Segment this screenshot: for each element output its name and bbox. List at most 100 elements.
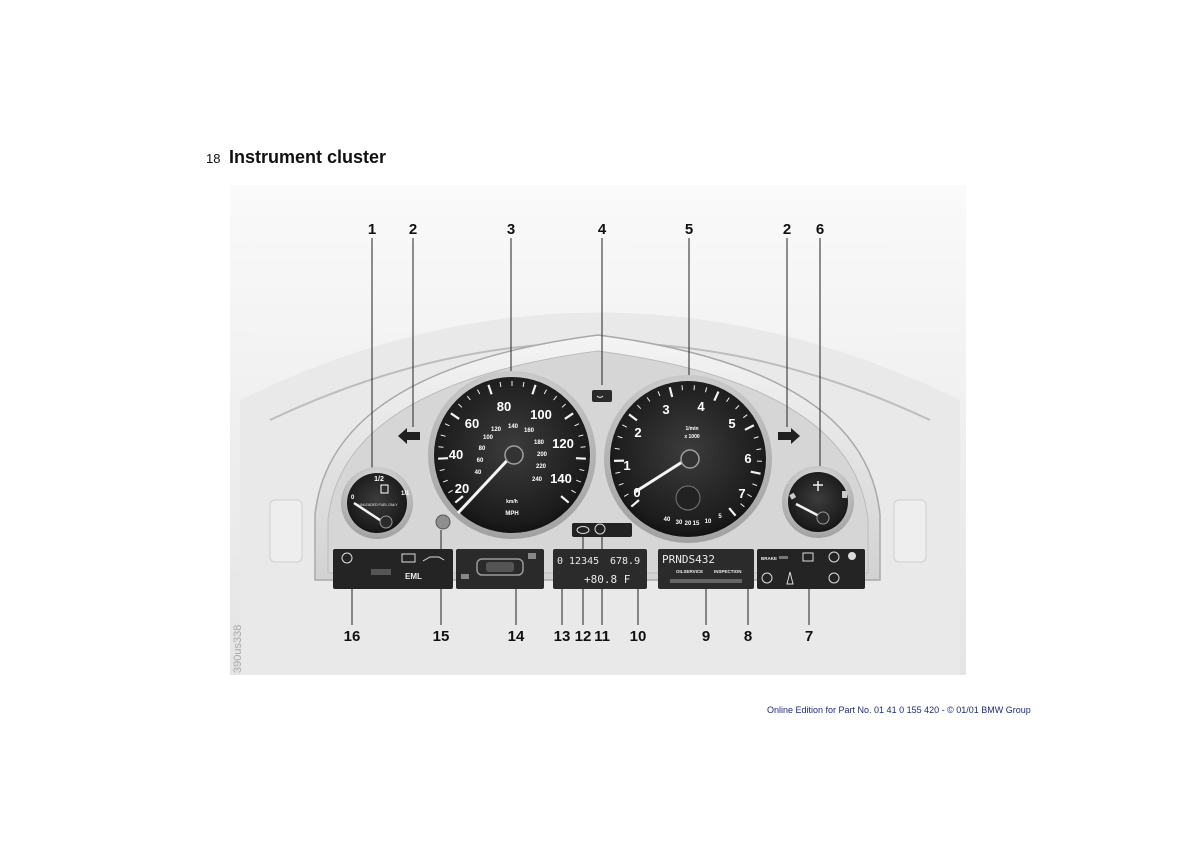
dial-tick xyxy=(438,446,444,448)
odometer-reset-button[interactable] xyxy=(435,514,451,530)
callout-12: 12 xyxy=(575,628,592,645)
callout-15: 15 xyxy=(433,628,450,645)
dial-tick xyxy=(448,489,453,494)
footer-note: Online Edition for Part No. 01 41 0 155 … xyxy=(767,705,1031,715)
fuel-unleaded-text: UNLEADED FUEL ONLY xyxy=(358,503,398,507)
dial-tick xyxy=(622,424,628,428)
dial-tick xyxy=(444,423,450,427)
brake-pad-icon xyxy=(802,552,814,562)
check-control-panel xyxy=(456,549,544,589)
dial-tick xyxy=(756,448,762,451)
economy-gauge xyxy=(675,485,701,511)
coolant-thermometer-icon xyxy=(813,481,823,491)
right-vent xyxy=(893,499,927,563)
dial-tick xyxy=(614,447,620,450)
kmh-label-200: 200 xyxy=(537,452,548,458)
kmh-label-140: 140 xyxy=(508,424,519,430)
kmh-label-60: 60 xyxy=(477,458,484,464)
dial-tick xyxy=(657,391,661,397)
dsc-icon xyxy=(761,572,773,584)
economy-label-30: 30 xyxy=(676,520,683,526)
temp-cold-mark xyxy=(789,492,797,500)
trip-value: 678.9 xyxy=(610,556,640,567)
gear-service-display: PRNDS432 OILSERVICE INSPECTION xyxy=(658,549,754,589)
odometer-display: 0 12345 678.9 +80.8 F xyxy=(553,549,647,589)
speed-label-80: 80 xyxy=(497,399,511,414)
kmh-label-180: 180 xyxy=(534,440,545,446)
dial-tick xyxy=(630,499,640,508)
speedometer-hub xyxy=(504,445,524,465)
page-title: Instrument cluster xyxy=(229,147,387,167)
dial-tick xyxy=(726,397,730,403)
callout-4: 4 xyxy=(598,221,607,238)
dial-tick xyxy=(742,414,748,419)
economy-label-40: 40 xyxy=(664,517,671,523)
dial-tick xyxy=(636,404,642,410)
callout-13: 13 xyxy=(554,628,571,645)
dial-tick xyxy=(728,507,737,517)
dial-tick xyxy=(713,391,720,402)
dial-tick xyxy=(553,395,558,401)
figure-code: 390us338 xyxy=(232,625,244,673)
dial-tick xyxy=(576,479,582,483)
dial-tick xyxy=(458,403,463,408)
dial-tick xyxy=(439,469,445,472)
tachometer-ticks xyxy=(613,385,762,517)
high-beam-indicator xyxy=(592,390,612,402)
temp-hot-mark xyxy=(842,491,847,498)
dial-tick xyxy=(487,384,493,395)
instrument-cluster-svg: 1 2 3 4 5 2 6 16 15 14 13 12 11 10 9 8 7… xyxy=(230,185,966,675)
fuel-hub xyxy=(379,515,393,529)
dial-tick xyxy=(531,384,537,395)
battery-charge-icon xyxy=(401,553,416,563)
fuel-label-full: 1/1 xyxy=(401,491,410,497)
kmh-label-240: 240 xyxy=(532,477,543,483)
speed-label-140: 140 xyxy=(550,471,572,486)
dial-tick xyxy=(440,434,446,437)
rpm-label-4: 4 xyxy=(697,399,705,414)
speed-label-60: 60 xyxy=(465,416,479,431)
inspection-label: INSPECTION xyxy=(714,569,742,574)
auto-light-icon xyxy=(594,523,606,535)
brake-indicator: BRAKE xyxy=(761,556,777,561)
speedometer-ticks xyxy=(438,381,586,504)
rpm-unit-lower: x 1000 xyxy=(684,434,700,440)
airbag-icon xyxy=(848,552,856,560)
dial-tick xyxy=(578,434,584,437)
speed-label-100: 100 xyxy=(530,407,552,422)
speedometer-needle xyxy=(456,449,518,515)
callout-6: 6 xyxy=(816,221,824,238)
eml-indicator: EML xyxy=(405,572,422,581)
coolant-hub xyxy=(816,511,830,525)
speedometer: 20 40 60 80 100 120 140 40 60 80 100 120… xyxy=(428,371,596,539)
dial-tick xyxy=(735,405,740,410)
abs-indicator xyxy=(779,556,788,559)
dial-tick xyxy=(617,435,623,439)
dial-tick xyxy=(580,446,586,448)
dial-tick xyxy=(522,381,525,387)
rpm-label-7: 7 xyxy=(738,486,745,501)
callout-9: 9 xyxy=(702,628,710,645)
dial-tick xyxy=(747,493,752,498)
odometer-value: 0 12345 xyxy=(557,556,599,567)
fuel-label-empty: 0 xyxy=(351,495,355,501)
dial-tick xyxy=(571,489,576,494)
service-interval-bar xyxy=(670,579,742,583)
gear-position-indicator: PRNDS432 xyxy=(662,553,715,566)
dial-tick xyxy=(564,412,574,420)
fuel-pump-icon xyxy=(380,484,389,494)
callout-2-left: 2 xyxy=(409,221,417,238)
page-number: 18 xyxy=(206,151,221,166)
dial-tick xyxy=(704,387,708,393)
cruise-control-icon xyxy=(576,526,590,534)
callout-8: 8 xyxy=(744,628,752,645)
speed-label-120: 120 xyxy=(552,436,574,451)
coolant-temperature-gauge xyxy=(782,466,854,538)
fuel-gauge: 0 1/2 1/1 UNLEADED FUEL ONLY xyxy=(341,467,413,539)
left-vent xyxy=(269,499,303,563)
oil-pressure-icon xyxy=(422,556,445,562)
economy-label-10: 10 xyxy=(705,519,712,525)
kmh-label-220: 220 xyxy=(536,464,547,470)
tachometer: 0 1 2 3 4 5 6 7 1/min x 1000 40 30 20 15… xyxy=(604,375,772,543)
fuel-filler-reminder-icon xyxy=(371,569,391,575)
